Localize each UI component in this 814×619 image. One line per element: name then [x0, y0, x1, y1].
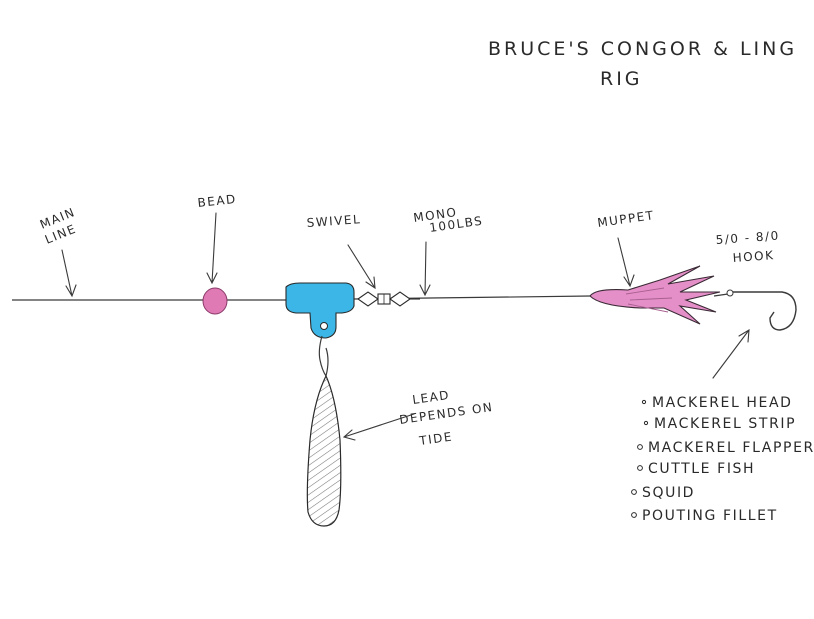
- swivel-arrow: [347, 244, 376, 290]
- boom-connector: [285, 282, 355, 339]
- hook-snood: [713, 293, 729, 297]
- bait-item: SQUID: [642, 485, 695, 501]
- bait-bullet: [643, 420, 649, 426]
- bait-list: MACKEREL HEAD MACKEREL STRIP MACKEREL FLAP…: [631, 395, 814, 524]
- bead-arrow: [206, 212, 218, 285]
- swivel-label: SWIVEL: [306, 212, 361, 230]
- bait-arrow: [712, 328, 750, 379]
- bead: [202, 287, 228, 315]
- muppet-label: MUPPET: [596, 208, 655, 230]
- swivel: [357, 291, 420, 307]
- boom-eye: [320, 322, 328, 330]
- bait-bullet: [631, 512, 637, 518]
- hook-size-label-2: HOOK: [732, 248, 775, 265]
- lead-label-1: LEAD: [411, 388, 450, 407]
- hook-eye: [726, 289, 734, 297]
- mono-arrow: [419, 241, 431, 297]
- bait-item: MACKEREL FLAPPER: [648, 440, 814, 456]
- lead-weight: [306, 374, 342, 527]
- hook: [733, 291, 797, 331]
- muppet-arrow: [617, 237, 635, 288]
- diagram-title-line2: RIG: [600, 68, 643, 90]
- lead-label-3: TIDE: [417, 429, 453, 448]
- bait-item: POUTING FILLET: [642, 508, 778, 524]
- bait-bullet: [641, 399, 647, 405]
- lead-arrow: [342, 413, 415, 441]
- lead-snap: [318, 335, 329, 377]
- mono-label-1: MONO: [412, 205, 458, 225]
- bead-label: BEAD: [197, 192, 238, 210]
- bait-item: MACKEREL HEAD: [652, 395, 793, 411]
- muppet-lure: [589, 265, 721, 325]
- bait-item: MACKEREL STRIP: [654, 416, 796, 432]
- main-line-arrow: [61, 249, 77, 298]
- bait-item: CUTTLE FISH: [648, 461, 755, 477]
- bait-bullet: [637, 465, 643, 471]
- hook-size-label-1: 5/0 - 8/0: [715, 229, 780, 247]
- bait-bullet: [631, 489, 637, 495]
- bait-bullet: [637, 444, 643, 450]
- diagram-title-line1: BRUCE'S CONGOR & LING: [488, 38, 797, 60]
